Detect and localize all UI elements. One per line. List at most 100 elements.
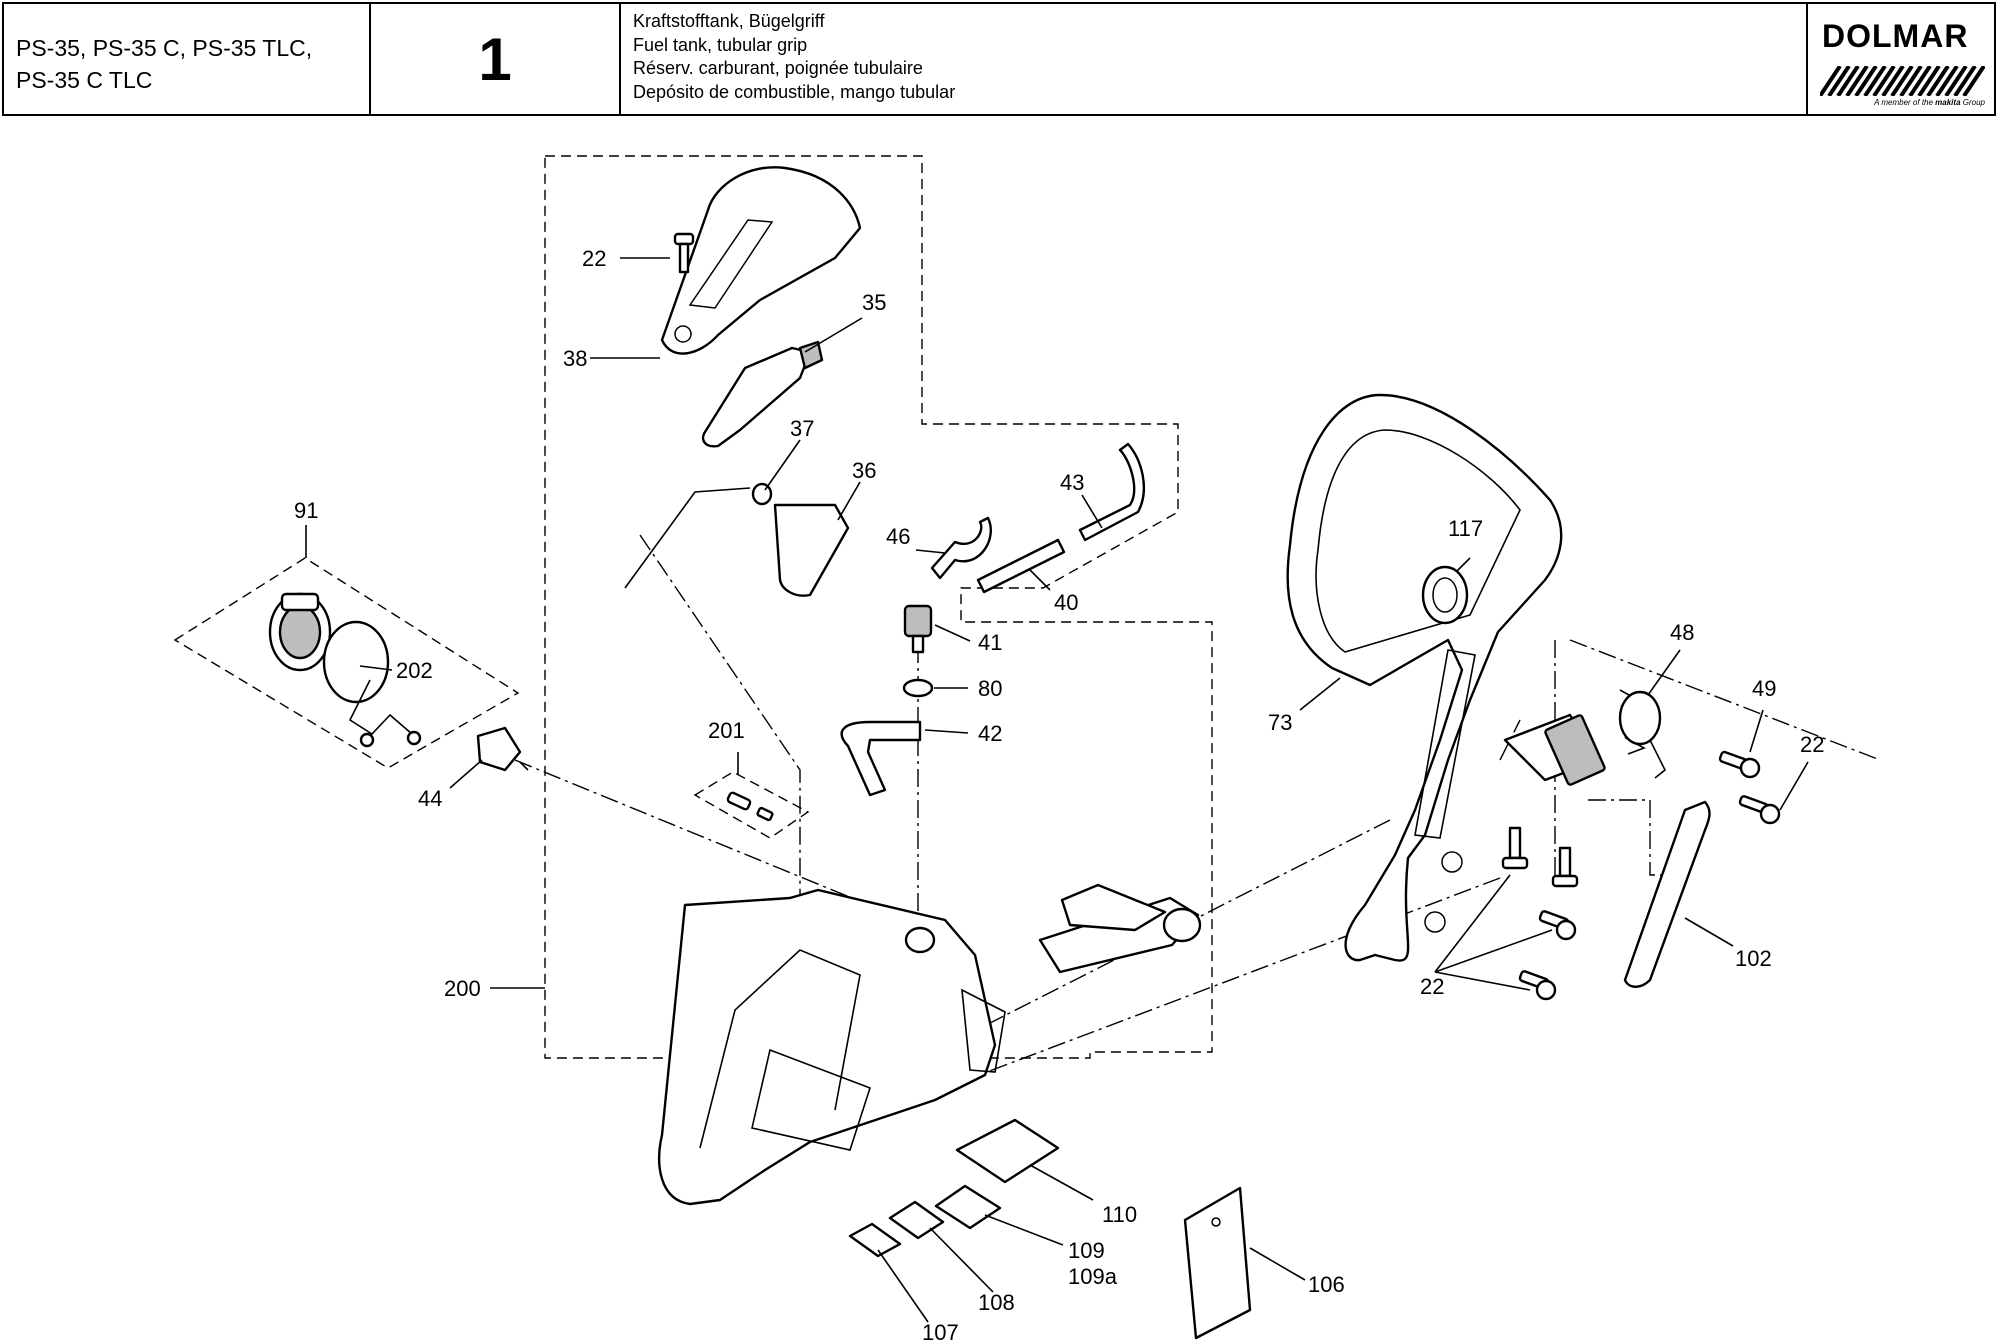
header-title-block: PS-35, PS-35 C, PS-35 TLC, PS-35 C TLC 1… [2, 2, 1996, 116]
handle-cover-part [660, 166, 862, 355]
bushing-117-part [1421, 565, 1469, 625]
label-107-part [848, 1222, 902, 1258]
filter-44-part [476, 726, 522, 772]
label-109a: 109a [1068, 1264, 1118, 1289]
label-102: 102 [1735, 946, 1772, 971]
tank-mount-hole [1162, 907, 1202, 943]
label-35: 35 [862, 290, 886, 315]
lever-lock-part [773, 503, 850, 597]
fuel-hose-46-part [930, 516, 993, 580]
screw-22-lower-d [1518, 970, 1557, 1001]
label-37: 37 [790, 416, 814, 441]
label-43: 43 [1060, 470, 1084, 495]
tank-assembly-boundary [544, 155, 1213, 1059]
label-38: 38 [563, 346, 587, 371]
page-number: 1 [371, 4, 621, 114]
label-110-part [955, 1118, 1060, 1184]
label-40: 40 [1054, 590, 1078, 615]
logo-tagline-suffix: Group [1962, 98, 1985, 107]
trigger-spring-coil [751, 482, 773, 506]
model-line-2: PS-35 C TLC [16, 67, 153, 93]
tank-label-area [751, 1048, 871, 1151]
label-109-part [934, 1184, 1002, 1230]
shield-strip-102-part [1623, 800, 1711, 988]
valve-201-part [726, 791, 774, 822]
bushing-117-bore [1432, 577, 1458, 613]
screw-49-part [1718, 750, 1761, 779]
label-22-lower: 22 [1420, 974, 1444, 999]
tubular-handle-inner [1315, 429, 1521, 653]
model-list: PS-35, PS-35 C, PS-35 TLC, PS-35 C TLC [4, 4, 371, 114]
assembly-line-shield [1588, 799, 1670, 876]
title-english: Fuel tank, tubular grip [633, 34, 808, 55]
pickup-hose-42-part [840, 720, 922, 797]
assembly-line-screw-a [1499, 719, 1521, 761]
handle-cover-slot [688, 219, 774, 309]
logo-tagline-brand: makita [1935, 98, 1961, 107]
label-109: 109 [1068, 1238, 1105, 1263]
handle-mount-hole-a [1441, 851, 1463, 873]
assembly-line-grip [639, 534, 801, 960]
tank-fill-port [904, 926, 936, 954]
label-106: 106 [1308, 1272, 1345, 1297]
label-42: 42 [978, 721, 1002, 746]
label-22-right: 22 [1800, 732, 1824, 757]
label-80: 80 [978, 676, 1002, 701]
tank-inner-recess [699, 949, 861, 1149]
tank-side-edge [961, 988, 1006, 1073]
label-202: 202 [396, 658, 433, 683]
cap-retainer-wire [348, 679, 413, 736]
logo-stripes-icon [1820, 66, 1985, 96]
fuel-filter-41 [903, 604, 933, 654]
label-22-top: 22 [582, 246, 606, 271]
label-108: 108 [978, 1290, 1015, 1315]
cap-kit-boundary [173, 557, 520, 769]
title-french: Réserv. carburant, poignée tubulaire [633, 58, 923, 78]
logo-wordmark: DOLMAR [1822, 18, 1969, 54]
tubular-handle-slot [1414, 649, 1476, 839]
label-44: 44 [418, 786, 442, 811]
trigger-lever-tab [798, 340, 824, 370]
spring-48-part [1618, 689, 1667, 779]
valve-kit-boundary [693, 771, 810, 839]
trigger-spring-part [624, 487, 751, 589]
label-108-part [888, 1200, 945, 1240]
title-german: Kraftstofftank, Bügelgriff [633, 11, 825, 31]
title-spanish: Depósito de combustible, mango tubular [633, 81, 956, 102]
logo-tagline-prefix: A member of the [1874, 98, 1933, 107]
screw-22-right [1738, 795, 1781, 825]
fuel-tank-200-part [658, 888, 997, 1206]
fuel-hose-40-part [976, 538, 1066, 594]
screw-22-lower-c [1538, 910, 1577, 941]
label-91: 91 [294, 498, 318, 523]
cap-retainer-ball-a [359, 732, 375, 748]
o-ring-80-part [902, 678, 934, 698]
screw-22-top [673, 232, 695, 274]
tag-106-hole [1211, 1217, 1221, 1227]
label-73: 73 [1268, 710, 1292, 735]
label-41: 41 [978, 630, 1002, 655]
label-36: 36 [852, 458, 876, 483]
tubular-handle-73-part [1286, 393, 1563, 962]
screw-22-lower-a [1501, 826, 1529, 870]
model-line-1: PS-35, PS-35 C, PS-35 TLC, [16, 35, 313, 61]
section-titles: Kraftstofftank, Bügelgriff Fuel tank, tu… [621, 4, 1808, 114]
logo-tagline: A member of the makita Group [1820, 98, 1985, 107]
tank-mount-boss [1060, 883, 1167, 932]
bracket-stop-block [1544, 714, 1606, 786]
dolmar-logo: DOLMAR A member of the makita Group [1808, 4, 1994, 114]
label-200: 200 [444, 976, 481, 1001]
handle-cover-screw-hole [674, 325, 692, 343]
label-117: 117 [1448, 516, 1483, 541]
assembly-line-spring [1569, 639, 1881, 761]
label-110: 110 [1102, 1202, 1137, 1227]
label-48: 48 [1670, 620, 1694, 645]
screw-22-lower-b [1551, 846, 1579, 888]
label-201: 201 [708, 718, 745, 743]
leader-lines [305, 257, 1809, 1323]
label-46: 46 [886, 524, 910, 549]
filter-44-stub [519, 761, 529, 771]
part-number-labels: 22 38 35 37 36 91 202 44 43 46 40 41 80 … [294, 246, 1824, 1340]
fuel-hose-43-part [1078, 442, 1146, 542]
